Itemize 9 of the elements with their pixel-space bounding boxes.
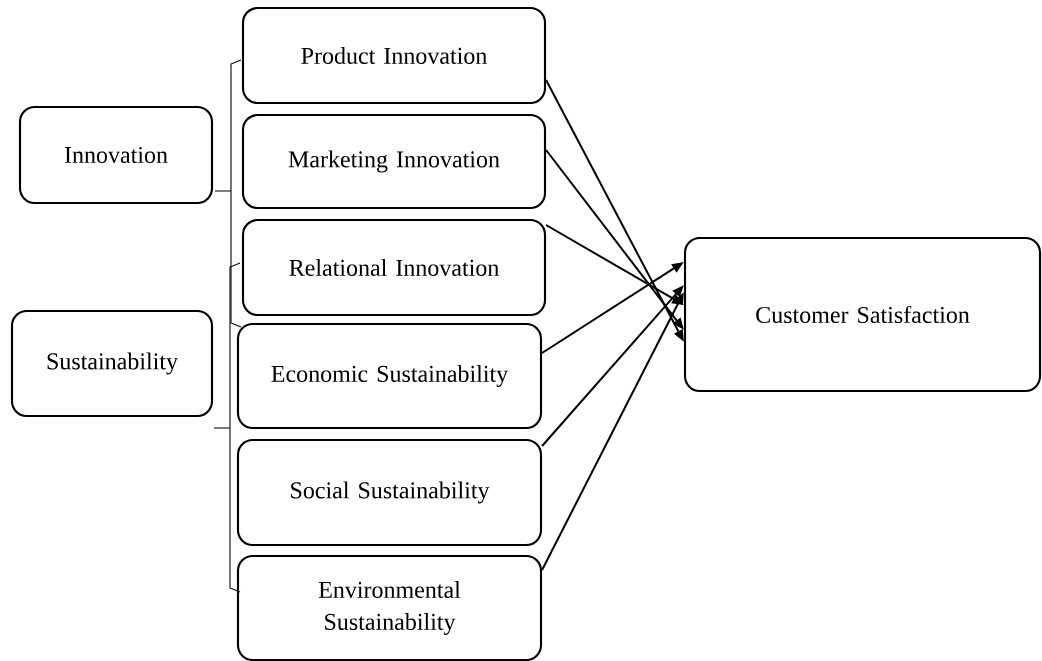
concept-box: Economic Sustainability	[236, 322, 543, 430]
concept-box: Product Innovation	[241, 6, 547, 105]
concept-box: Social Sustainability	[236, 438, 543, 547]
concept-box: Customer Satisfaction	[683, 236, 1042, 393]
concept-box: Relational Innovation	[241, 218, 547, 317]
concept-box: Marketing Innovation	[241, 113, 547, 210]
concept-box: Sustainability	[10, 309, 214, 418]
concept-box: Innovation	[18, 105, 214, 205]
concept-box: Environmental Sustainability	[236, 554, 543, 661]
